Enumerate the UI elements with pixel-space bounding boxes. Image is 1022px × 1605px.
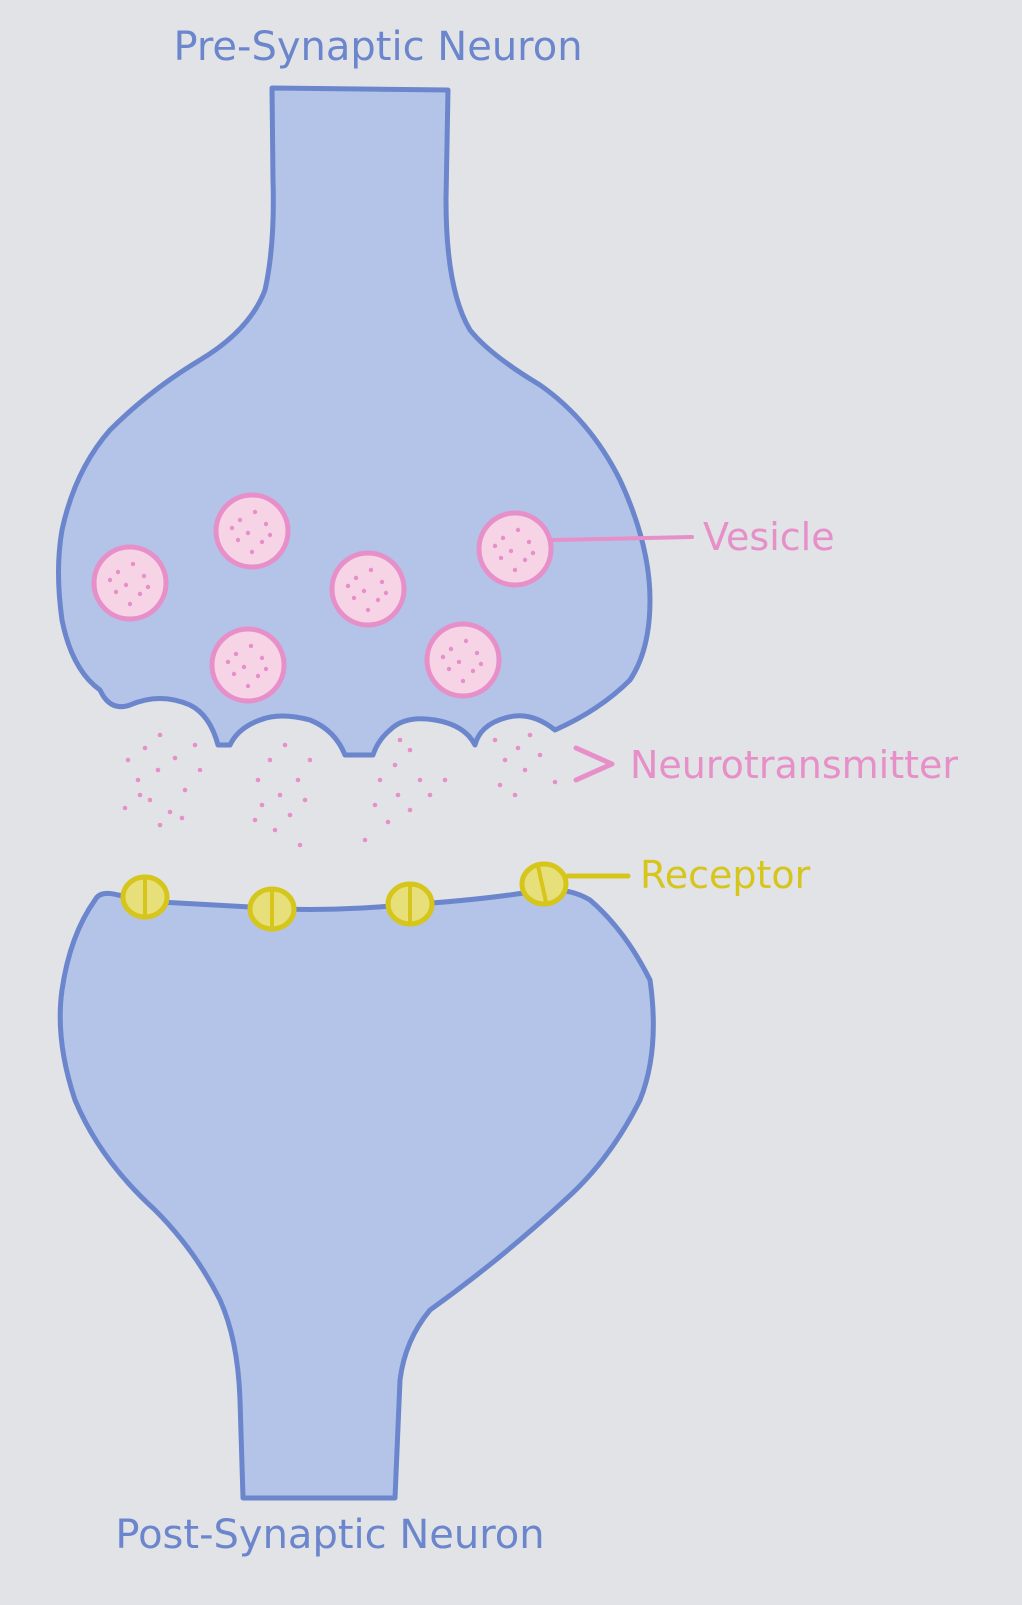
- receptor: [247, 886, 297, 932]
- pre-synaptic-neuron-label: Pre-Synaptic Neuron: [173, 24, 582, 70]
- vesicle: [329, 550, 407, 628]
- vesicle: [209, 626, 287, 704]
- vesicle: [91, 544, 169, 622]
- vesicle: [424, 621, 502, 699]
- vesicle-pointer-line: [551, 535, 694, 542]
- vesicle-label: Vesicle: [703, 515, 835, 559]
- post-synaptic-neuron-shape: [57, 887, 656, 1501]
- neurotransmitter-particles: [122, 732, 558, 848]
- neurotransmitter-pointer-arrow: [573, 745, 615, 783]
- receptor: [519, 861, 569, 907]
- neurotransmitter-label: Neurotransmitter: [630, 743, 958, 787]
- vesicle: [476, 510, 554, 588]
- receptor: [120, 874, 170, 920]
- vesicle: [213, 492, 291, 570]
- pre-synaptic-neuron-shape: [56, 85, 653, 758]
- receptor: [385, 881, 435, 927]
- post-synaptic-neuron-label: Post-Synaptic Neuron: [115, 1512, 544, 1558]
- receptor-label: Receptor: [640, 853, 811, 897]
